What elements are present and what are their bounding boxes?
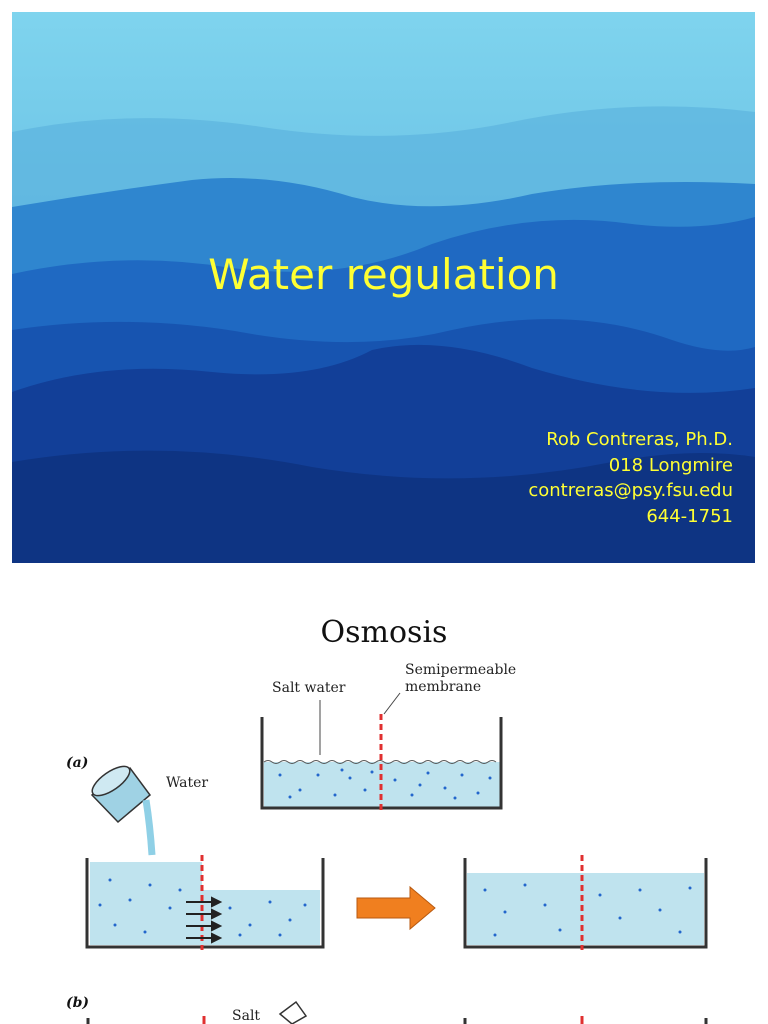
beaker-icon bbox=[90, 765, 156, 856]
title-slide: Water regulation Rob Contreras, Ph.D. 01… bbox=[12, 12, 755, 563]
membrane-label: membrane bbox=[405, 679, 482, 695]
semipermeable-label: Semipermeable bbox=[405, 662, 517, 678]
mountain-background bbox=[12, 12, 755, 563]
osmosis-tank-left bbox=[85, 855, 325, 950]
part-b-tanks bbox=[86, 1000, 708, 1024]
osmosis-slide: Osmosis Salt water Semipermeable membran… bbox=[0, 590, 768, 1024]
contact-office: 018 Longmire bbox=[608, 454, 733, 476]
slide-title: Osmosis bbox=[320, 615, 448, 650]
osmosis-diagram bbox=[85, 692, 708, 1024]
water-label: Water bbox=[166, 775, 209, 791]
slide-title: Water regulation bbox=[208, 250, 559, 299]
arrow-right-icon bbox=[356, 885, 436, 931]
contact-name: Rob Contreras, Ph.D. bbox=[546, 429, 733, 450]
contact-email: contreras@psy.fsu.edu bbox=[528, 480, 733, 501]
salt-label: Salt bbox=[232, 1008, 261, 1024]
part-a-label: (a) bbox=[66, 755, 89, 771]
contact-phone: 644-1751 bbox=[646, 505, 733, 527]
equilibrium-tank bbox=[463, 855, 708, 950]
contact-block: Rob Contreras, Ph.D. 018 Longmire contre… bbox=[528, 427, 733, 529]
initial-tank bbox=[260, 692, 503, 810]
salt-water-label: Salt water bbox=[272, 680, 346, 696]
part-b-label: (b) bbox=[66, 995, 90, 1011]
